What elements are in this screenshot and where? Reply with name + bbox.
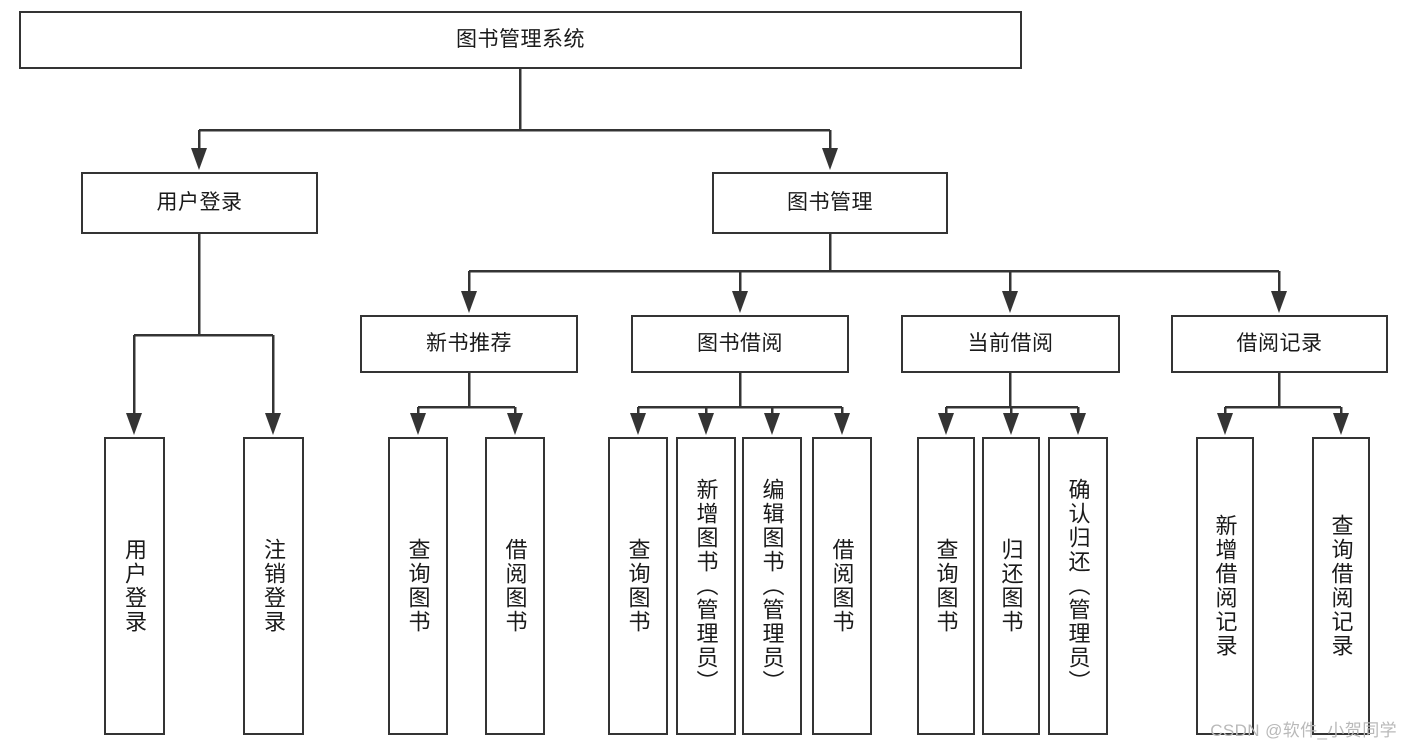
arrow-head-icon	[265, 413, 281, 435]
node-label: 查询图书	[625, 538, 651, 634]
node-label: 图书管理系统	[456, 27, 585, 51]
node-label: 用户登录	[156, 190, 243, 214]
node-root[interactable]: 图书管理系统	[19, 11, 1022, 69]
arrow-head-icon	[1217, 413, 1233, 435]
node-label: 新书推荐	[426, 331, 512, 355]
arrow-head-icon	[1070, 413, 1086, 435]
node-leaf-edit-book[interactable]: 编辑图书（管理员）	[742, 437, 802, 735]
arrow-head-icon	[1333, 413, 1349, 435]
arrow-head-icon	[630, 413, 646, 435]
arrow-head-icon	[732, 291, 748, 313]
node-login[interactable]: 用户登录	[81, 172, 318, 234]
node-leaf-query-book-2[interactable]: 查询图书	[608, 437, 668, 735]
node-label: 图书管理	[787, 190, 873, 214]
node-label: 查询借阅记录	[1328, 514, 1354, 658]
node-newbook[interactable]: 新书推荐	[360, 315, 578, 373]
node-label: 编辑图书（管理员）	[759, 478, 785, 694]
node-leaf-query-book-1[interactable]: 查询图书	[388, 437, 448, 735]
node-borrow[interactable]: 图书借阅	[631, 315, 849, 373]
arrow-head-icon	[191, 148, 207, 170]
node-label: 确认归还（管理员）	[1065, 478, 1091, 694]
node-label: 借阅图书	[502, 538, 528, 634]
arrow-head-icon	[507, 413, 523, 435]
node-leaf-logout[interactable]: 注销登录	[243, 437, 304, 735]
node-leaf-add-record[interactable]: 新增借阅记录	[1196, 437, 1254, 735]
node-label: 注销登录	[261, 538, 287, 634]
arrow-head-icon	[1271, 291, 1287, 313]
node-label: 借阅记录	[1236, 331, 1323, 355]
arrow-head-icon	[834, 413, 850, 435]
arrow-head-icon	[938, 413, 954, 435]
node-leaf-borrow-book-1[interactable]: 借阅图书	[485, 437, 545, 735]
node-leaf-confirm-return[interactable]: 确认归还（管理员）	[1048, 437, 1108, 735]
node-label: 查询图书	[405, 538, 431, 634]
node-leaf-borrow-book-2[interactable]: 借阅图书	[812, 437, 872, 735]
arrow-head-icon	[126, 413, 142, 435]
node-leaf-query-record[interactable]: 查询借阅记录	[1312, 437, 1370, 735]
node-label: 新增图书（管理员）	[693, 478, 719, 694]
node-leaf-add-book[interactable]: 新增图书（管理员）	[676, 437, 736, 735]
node-label: 借阅图书	[829, 538, 855, 634]
node-label: 查询图书	[933, 538, 959, 634]
node-record[interactable]: 借阅记录	[1171, 315, 1388, 373]
node-label: 当前借阅	[967, 331, 1054, 355]
node-label: 新增借阅记录	[1212, 514, 1238, 658]
arrow-head-icon	[1002, 291, 1018, 313]
arrow-head-icon	[410, 413, 426, 435]
node-leaf-query-book-3[interactable]: 查询图书	[917, 437, 975, 735]
arrow-head-icon	[698, 413, 714, 435]
arrow-head-icon	[1003, 413, 1019, 435]
node-current[interactable]: 当前借阅	[901, 315, 1120, 373]
node-leaf-user-login[interactable]: 用户登录	[104, 437, 165, 735]
node-label: 用户登录	[122, 538, 148, 634]
node-leaf-return-book[interactable]: 归还图书	[982, 437, 1040, 735]
node-label: 图书借阅	[697, 331, 783, 355]
arrow-head-icon	[822, 148, 838, 170]
node-bookmgmt[interactable]: 图书管理	[712, 172, 948, 234]
node-label: 归还图书	[998, 538, 1024, 634]
arrow-head-icon	[461, 291, 477, 313]
arrow-head-icon	[764, 413, 780, 435]
